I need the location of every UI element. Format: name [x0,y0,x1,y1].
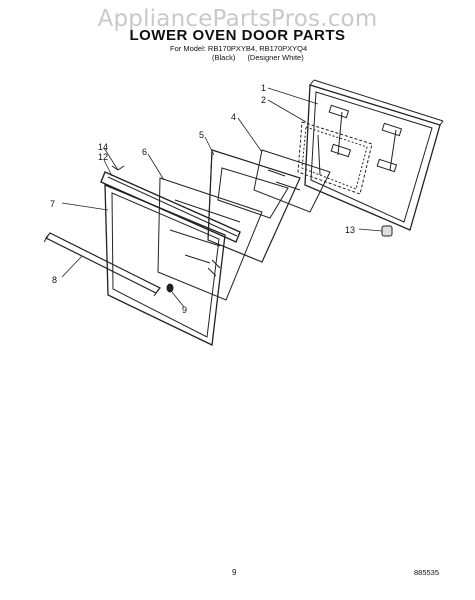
door-handle [43,232,161,297]
callout-4: 4 [231,112,236,122]
clip-part-13 [381,225,393,237]
variant-black: (Black) [212,53,236,62]
window-glass-inner [253,149,331,213]
fastener-part-9 [166,283,174,293]
model-variants: (Black) (Designer White) [212,53,304,62]
page-number: 9 [232,568,237,577]
door-top-trim [100,165,241,243]
callout-7: 7 [50,199,55,209]
callout-8: 8 [52,275,57,285]
outer-door-panel [104,184,226,346]
document-code: 885535 [414,568,440,577]
page-title: LOWER OVEN DOOR PARTS [129,27,346,44]
model-line: For Model: RB170PXYB4, RB170PXYQ4 [170,44,308,53]
inner-door-liner [304,79,444,231]
window-frame [207,149,301,263]
callout-2: 2 [261,95,266,105]
callout-5: 5 [199,130,204,140]
outer-door-glass [157,177,263,301]
door-gasket [297,121,373,195]
callout-14: 14 [98,142,108,152]
callout-6: 6 [142,147,147,157]
callout-12: 12 [98,152,108,162]
callout-13: 13 [345,225,355,235]
watermark: AppliancePartsPros.com [97,6,378,32]
callout-1: 1 [261,83,266,93]
variant-designer-white: (Designer White) [247,53,304,62]
callout-9: 9 [182,305,187,315]
